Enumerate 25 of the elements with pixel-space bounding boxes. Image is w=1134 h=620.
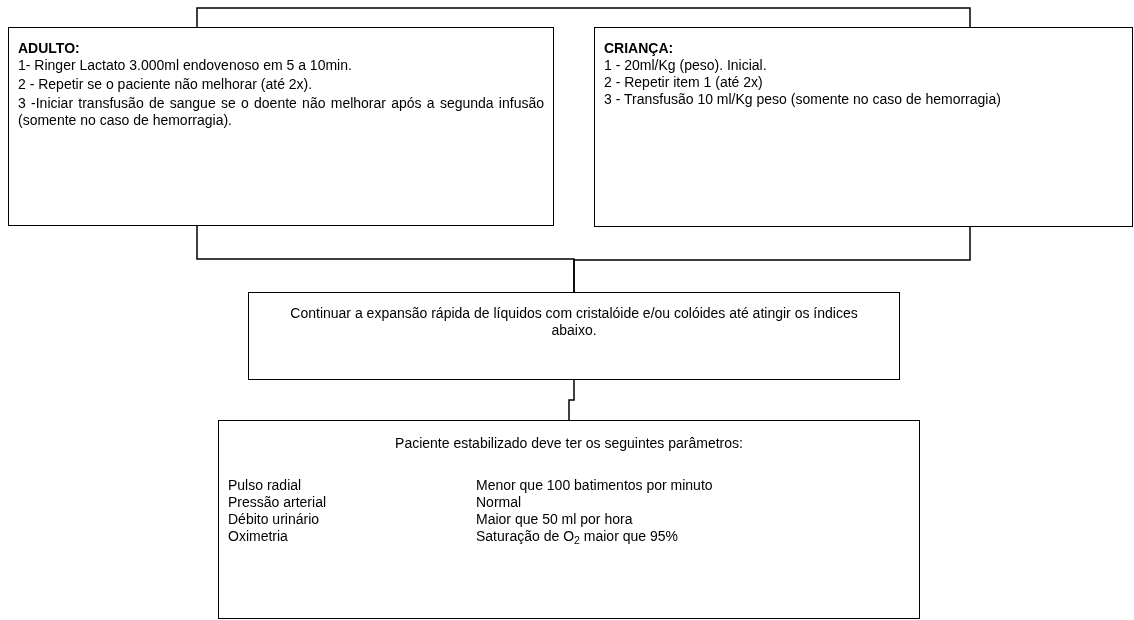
connector-line bbox=[196, 7, 971, 28]
process-box bbox=[218, 420, 920, 619]
process-box bbox=[594, 27, 1133, 227]
parameter-name: Oximetria bbox=[228, 528, 289, 545]
parameter-value: Menor que 100 batimentos por minuto bbox=[476, 477, 714, 494]
list-item: 2 - Repetir se o paciente não melhorar (até 2x). bbox=[18, 76, 314, 93]
box-heading: CRIANÇA: bbox=[604, 40, 675, 57]
parameter-value: Saturação de O$_{2}$ maior que 95% bbox=[476, 528, 679, 545]
box-heading: Paciente estabilizado deve ter os seguintes parâmetros: bbox=[394, 435, 744, 452]
list-item: 1 - 20ml/Kg (peso). Inicial. bbox=[604, 57, 768, 74]
box-text: Continuar a expansão rápida de líquidos com cristalóide e/ou colóides até atingir os índices abaixo. bbox=[289, 304, 859, 339]
parameter-value: Maior que 50 ml por hora bbox=[476, 511, 634, 528]
parameter-value: Normal bbox=[476, 494, 523, 511]
process-box bbox=[8, 27, 554, 226]
parameter-name: Pressão arterial bbox=[228, 494, 328, 511]
list-item: 2 - Repetir item 1 (até 2x) bbox=[604, 74, 764, 91]
connector-line bbox=[568, 379, 575, 421]
parameter-name: Débito urinário bbox=[228, 511, 321, 528]
parameter-name: Pulso radial bbox=[228, 477, 303, 494]
box-heading: ADULTO: bbox=[18, 40, 81, 57]
process-box bbox=[248, 292, 900, 380]
list-item: 3 -Iniciar transfusão de sangue se o doente não melhorar após a segunda infusão (somente no caso de hemorragia). bbox=[18, 95, 544, 129]
list-item: 3 - Transfusão 10 ml/Kg peso (somente no caso de hemorragia) bbox=[604, 91, 1002, 108]
connector-line bbox=[573, 226, 971, 293]
list-item: 1- Ringer Lactato 3.000ml endovenoso em 5 a 10min. bbox=[18, 57, 353, 74]
